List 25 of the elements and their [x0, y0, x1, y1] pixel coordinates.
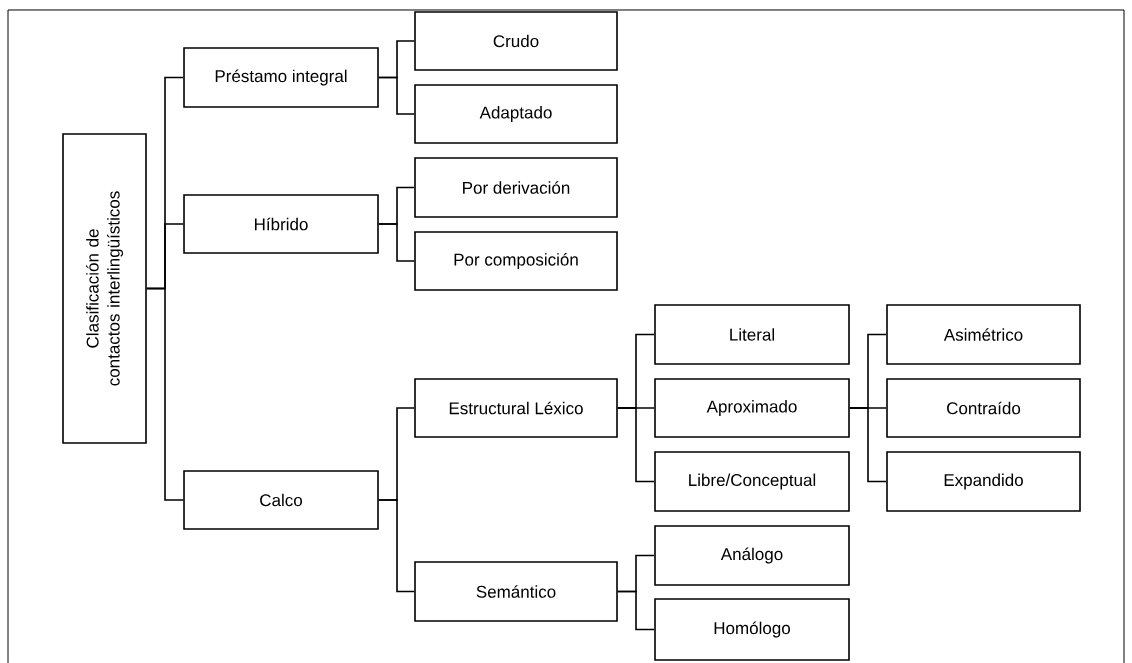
category-box: Homólogo	[654, 598, 850, 661]
category-box: Aproximado	[654, 378, 850, 438]
category-box: Asimétrico	[886, 304, 1081, 365]
connector	[617, 407, 655, 483]
category-box: Clasificación de contactos interlingüísticos	[62, 133, 147, 444]
connector	[849, 407, 887, 483]
category-box: Análogo	[654, 525, 850, 586]
connector	[617, 590, 655, 631]
category-box: Libre/Conceptual	[654, 451, 850, 512]
category-box: Estructural Léxico	[414, 378, 618, 438]
category-box: Contraído	[886, 378, 1081, 438]
category-box: Semántico	[414, 561, 618, 622]
category-box: Calco	[183, 470, 379, 530]
category-box: Crudo	[414, 11, 618, 71]
category-box: Por derivación	[414, 157, 618, 218]
connector	[378, 223, 415, 262]
category-box: Por composición	[414, 231, 618, 291]
connector	[146, 287, 184, 501]
category-box: Literal	[654, 304, 850, 365]
category-box: Préstamo integral	[183, 47, 379, 108]
category-box: Expandido	[886, 451, 1081, 512]
connector	[378, 499, 415, 593]
category-box: Híbrido	[183, 194, 379, 254]
category-box: Adaptado	[414, 84, 618, 144]
connector	[378, 76, 415, 115]
